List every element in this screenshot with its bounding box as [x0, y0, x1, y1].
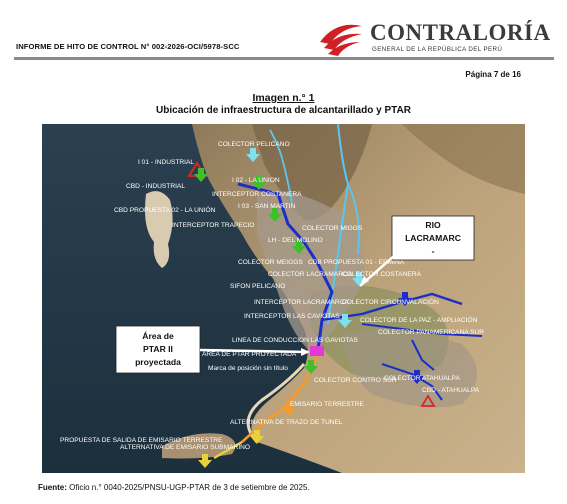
down-arrow-icon — [282, 402, 296, 416]
down-arrow-icon — [338, 314, 352, 328]
map-label: INTERCEPTOR COSTANERA — [212, 191, 302, 198]
map-label: PROPUESTA DE SALIDA DE EMISARIO TERRESTR… — [60, 437, 223, 444]
map-label: AREA DE PTAR PROYECTADA — [202, 351, 297, 358]
logo-name: CONTRALORÍA — [370, 20, 551, 45]
map-label: LINEA DE CONDUCCION LAS GAVIOTAS — [232, 337, 358, 344]
map-label: SIFON PELICANO — [230, 283, 285, 290]
river-line — [347, 183, 360, 255]
map-label: COLECTOR ATAHUALPA — [384, 375, 460, 382]
down-arrow-icon — [198, 454, 212, 468]
down-arrow-icon — [292, 240, 306, 254]
map-label: INTERCEPTOR LACRAMARCA — [254, 299, 349, 306]
island — [145, 191, 173, 268]
tunnel-line — [213, 440, 243, 460]
map-label: COLECTOR DE LA PAZ - AMPLIACIÓN — [360, 315, 478, 324]
map-label: CDB PROPUESTA 01 - ERMINA — [308, 259, 405, 266]
collector-line — [381, 363, 443, 401]
map-label: COLECTOR CIRCUNVALACIÓN — [342, 297, 439, 306]
map-label: COLECTOR LACRAMARCA — [268, 271, 353, 278]
river-callout-line: - — [432, 246, 435, 256]
collector-line — [237, 182, 334, 351]
map-label: COLECTOR MEIGGS — [238, 259, 303, 266]
page-number: Página 7 de 16 — [465, 70, 521, 79]
map-label: INTERCEPTOR LAS CAVIOTAS — [244, 313, 340, 320]
map-label: COLECTOR PANAMERICANA SUR — [378, 329, 484, 336]
figure-title: Ubicación de infraestructura de alcantar… — [156, 105, 411, 116]
map-label: LH - DEL MOLINO — [268, 237, 323, 244]
map-label: I 01 - INDUSTRIAL — [138, 159, 194, 166]
down-arrow-icon — [246, 148, 260, 162]
warning-triangle-icon — [420, 394, 436, 407]
ptar-callout-line: PTAR II — [143, 344, 173, 354]
urban-area — [342, 330, 477, 408]
down-arrow-icon — [304, 360, 318, 374]
beach-line — [246, 363, 306, 444]
map-label: Marca de posición sin título — [208, 365, 288, 372]
logo-subtitle: GENERAL DE LA REPÚBLICA DEL PERÚ — [372, 46, 503, 53]
hill-area — [252, 124, 372, 221]
satellite-map: COLECTOR PELICANO I 01 - INDUSTRIAL CBD - … — [42, 124, 525, 473]
contraloria-emblem-icon — [320, 24, 362, 56]
river-callout-line: RIO — [425, 220, 441, 230]
map-label: COLECTOR CONTRO SUR — [314, 377, 397, 384]
urban-area — [257, 191, 365, 354]
ptar-callout-line: proyectada — [135, 357, 181, 367]
source-text: Oficio n.° 0040-2025/PNSU-UGP-PTAR de 3 … — [69, 483, 310, 492]
map-label: CBD PROPUESTA 02 - LA UNIÓN — [114, 205, 216, 214]
map-label: ALTERNATIVA DE TRAZO DE TUNEL — [230, 419, 343, 426]
down-arrow-icon — [268, 208, 282, 222]
map-label: I 02 - LA UNION — [232, 177, 280, 184]
figure-number: Imagen n.° 1 — [252, 92, 315, 104]
ptar-callout: Área de PTAR II proyectada — [115, 325, 310, 374]
map-label: CBD - ATAHUALPA — [422, 387, 480, 394]
map-label: COLECTOR COSTANERA — [342, 271, 421, 278]
report-code: INFORME DE HITO DE CONTROL N° 002-2026-O… — [16, 42, 240, 51]
down-arrow-icon — [194, 168, 208, 182]
ptar-callout-line: Área de — [142, 331, 174, 341]
map-label: COLECTOR PELICANO — [218, 141, 290, 148]
down-arrow-icon — [398, 292, 412, 306]
contraloria-logo: CONTRALORÍA GENERAL DE LA REPÚBLICA DEL … — [316, 18, 552, 58]
down-arrow-icon — [250, 430, 264, 444]
down-arrow-icon — [352, 272, 366, 286]
map-label: INTERCEPTOR TRAPECIO — [172, 222, 255, 229]
down-arrow-icon — [410, 370, 424, 384]
hill-area — [402, 124, 525, 194]
down-arrow-icon — [252, 176, 266, 190]
map-label: EMISARIO TERRESTRE — [290, 401, 364, 408]
headland — [162, 433, 236, 459]
river-line — [269, 129, 293, 205]
map-label: ALTERNATIVA DE EMISARIO SUBMARINO — [120, 444, 250, 451]
collector-line — [411, 339, 435, 371]
river-callout-line: LACRAMARC — [405, 233, 461, 243]
ptar-area — [310, 346, 324, 356]
collector-line — [361, 323, 483, 337]
header-rule — [14, 57, 554, 60]
river-callout: RIO LACRAMARC - — [359, 215, 475, 287]
map-label: I 03 - SAN MARTIN — [238, 203, 296, 210]
map-label: CBD - INDUSTRIAL — [126, 183, 185, 190]
source-label: Fuente: — [38, 483, 67, 492]
source-note: Fuente: Oficio n.° 0040-2025/PNSU-UGP-PT… — [38, 483, 310, 492]
map-label: COLECTOR MIGGS — [302, 225, 363, 232]
